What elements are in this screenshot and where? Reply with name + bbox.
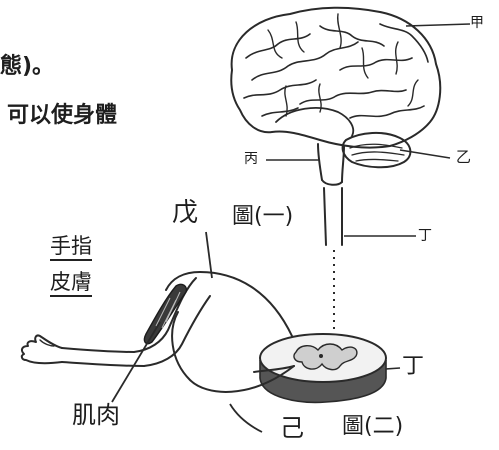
- label-bing: 丙: [244, 151, 258, 167]
- wu-pointer-line: [205, 231, 213, 279]
- caption-figure-2: 圖(二): [342, 414, 404, 439]
- label-yi: 乙: [456, 148, 472, 166]
- label-finger: 手指: [50, 236, 92, 261]
- label-ji: 己: [280, 414, 304, 442]
- label-ding-bottom: 丁: [402, 354, 425, 379]
- nerve-ji: [171, 311, 295, 393]
- label-jia: 甲: [470, 15, 484, 31]
- label-ding-top: 丁: [418, 228, 432, 244]
- spinal-cord-cross-section: [259, 333, 387, 404]
- nerve-wu: [165, 270, 293, 337]
- label-skin: 皮膚: [50, 272, 92, 297]
- label-muscle: 肌肉: [72, 401, 120, 429]
- brain-illustration: [230, 6, 442, 246]
- question-text-fragment-1: 態)。: [0, 54, 55, 79]
- muscle-pointer-line: [111, 321, 161, 403]
- ji-pointer-line: [229, 403, 263, 433]
- caption-figure-1: 圖(一): [232, 204, 294, 229]
- question-text-fragment-2: 可以使身體: [7, 103, 118, 128]
- label-wu: 戊: [172, 198, 199, 228]
- nerve-pathway: [165, 270, 295, 393]
